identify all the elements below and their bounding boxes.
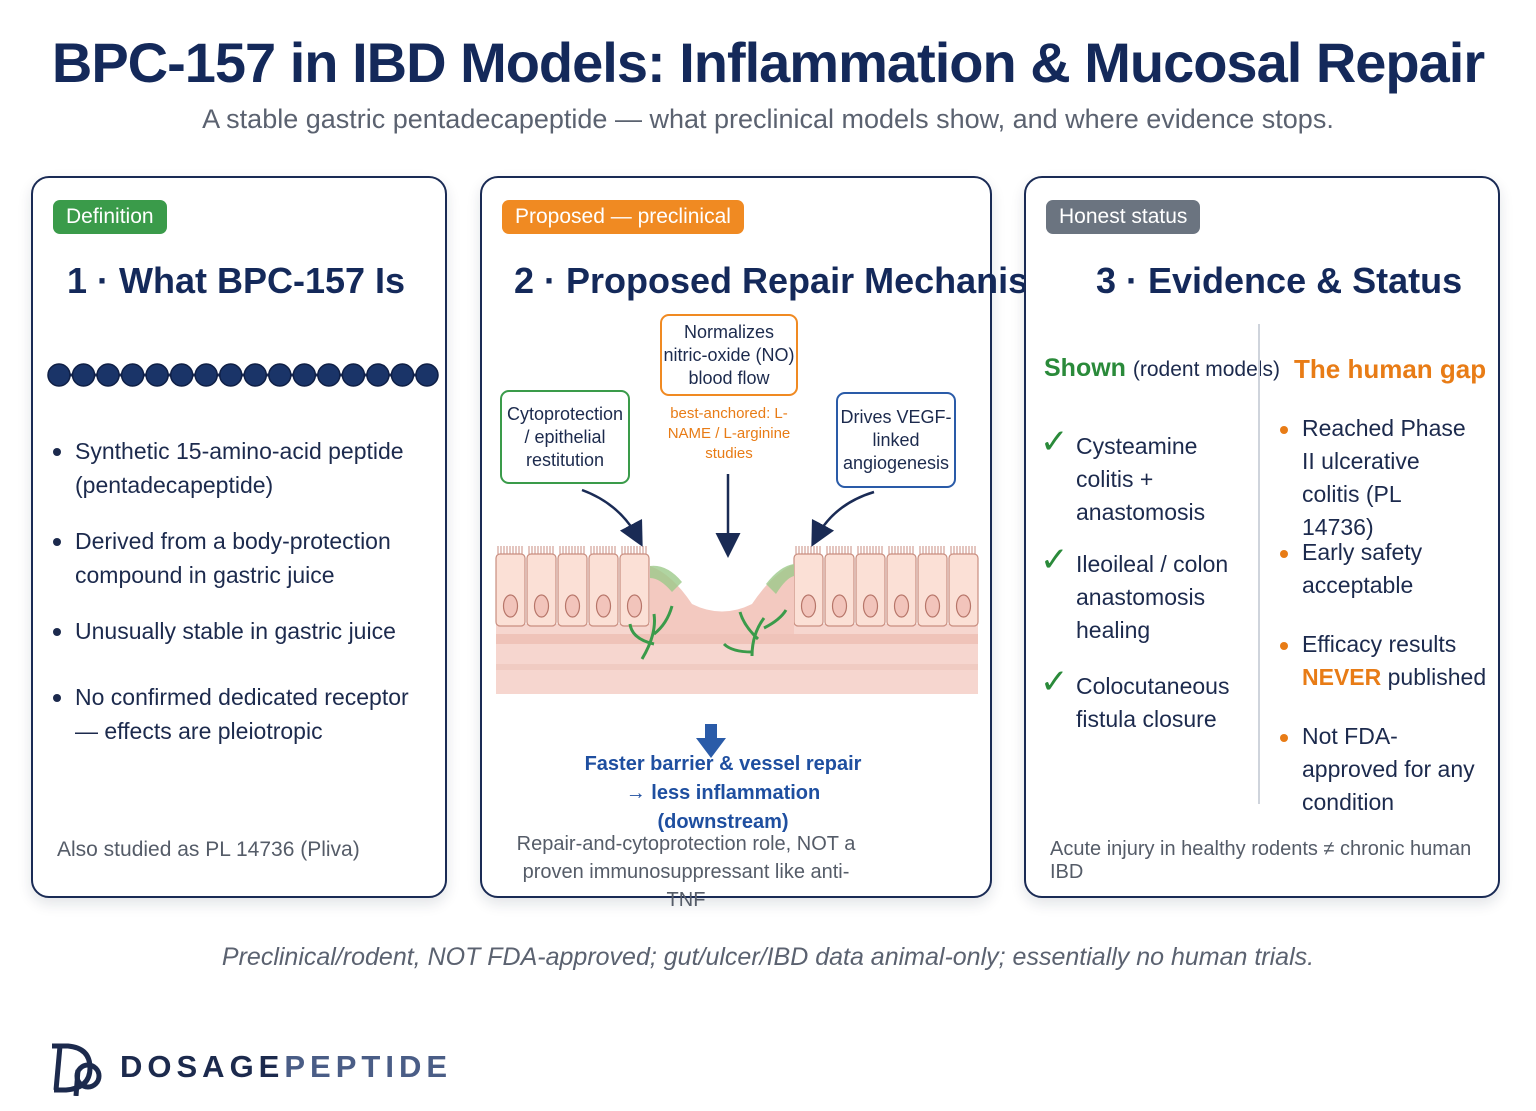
shown-label: Shown bbox=[1044, 354, 1126, 382]
brand-logo-icon bbox=[52, 1043, 102, 1096]
list-item: No confirmed dedicated receptor — effect… bbox=[53, 680, 433, 748]
amino-acid-bead bbox=[390, 363, 415, 387]
human-gap-heading: The human gap bbox=[1294, 354, 1487, 384]
amino-acid-bead bbox=[47, 363, 71, 387]
card1-footnote: Also studied as PL 14736 (Pliva) bbox=[57, 838, 360, 861]
list-item: Synthetic 15-amino-acid peptide (pentade… bbox=[53, 434, 433, 502]
cytoprotection-box: Cytoprotection / epithelial restitution bbox=[500, 390, 630, 484]
card3-title: 3 · Evidence & Status bbox=[1096, 260, 1463, 301]
list-item: ✓ Colocutaneous fistula closure bbox=[1040, 663, 1230, 732]
list-item: Unusually stable in gastric juice bbox=[53, 614, 433, 648]
repair-outcome: Faster barrier & vessel repair → less in… bbox=[584, 753, 862, 833]
amino-acid-bead bbox=[96, 363, 120, 387]
definition-badge: Definition bbox=[53, 200, 167, 234]
mucosa-illustration bbox=[495, 474, 979, 758]
list-item: Early safety acceptable bbox=[1278, 536, 1448, 602]
amino-acid-bead bbox=[120, 363, 145, 387]
list-item: Not FDA-approved for any condition bbox=[1278, 720, 1488, 819]
amino-acid-bead bbox=[145, 363, 169, 387]
list-item: ✓ Cysteamine colitis + anastomosis bbox=[1040, 423, 1206, 525]
evidence-card: Honest status 3 · Evidence & Status Show… bbox=[1024, 176, 1500, 898]
arrow-icon bbox=[811, 490, 875, 547]
shown-heading: Shown (rodent models) bbox=[1044, 354, 1280, 383]
list-item: Derived from a body-protection compound … bbox=[53, 524, 433, 592]
card3-footnote: Acute injury in healthy rodents ≠ chroni… bbox=[1050, 838, 1472, 883]
card2-footnote: Repair-and-cytoprotection role, NOT a pr… bbox=[516, 833, 856, 911]
amino-acid-bead bbox=[415, 363, 439, 387]
amino-acid-bead bbox=[317, 363, 341, 387]
proposed-badge: Proposed — preclinical bbox=[502, 200, 744, 234]
brand-name: DOSAGEPEPTIDE bbox=[120, 1049, 453, 1084]
never-highlight: NEVER bbox=[1302, 664, 1382, 690]
card1-title: 1 · What BPC-157 Is bbox=[67, 260, 406, 301]
mechanism-card: Proposed — preclinical 2 · Proposed Repa… bbox=[480, 176, 1060, 911]
check-icon: ✓ bbox=[1040, 423, 1069, 461]
amino-acid-bead bbox=[243, 363, 268, 387]
honest-status-badge: Honest status bbox=[1046, 200, 1201, 234]
vegf-angiogenesis-box: Drives VEGF-linked angiogenesis bbox=[836, 392, 956, 488]
definition-card: Definition 1 · What BPC-157 Is Synthetic… bbox=[31, 176, 447, 898]
list-item: ✓ Ileoileal / colon anastomosis healing bbox=[1040, 541, 1229, 643]
amino-acid-bead bbox=[71, 363, 96, 387]
amino-acid-bead bbox=[194, 363, 218, 387]
page-title: BPC-157 in IBD Models: Inflammation & Mu… bbox=[51, 31, 1485, 94]
peptide-chain-icon bbox=[47, 363, 439, 387]
card2-title: 2 · Proposed Repair Mechanism bbox=[514, 260, 1061, 301]
disclaimer-note: Preclinical/rodent, NOT FDA-approved; gu… bbox=[221, 943, 1315, 971]
page-subtitle: A stable gastric pentadecapeptide — what… bbox=[202, 104, 1334, 134]
amino-acid-bead bbox=[169, 363, 194, 387]
amino-acid-bead bbox=[268, 363, 292, 387]
no-evidence-note: best-anchored: L-NAME / L-arginine studi… bbox=[667, 405, 791, 462]
check-icon: ✓ bbox=[1040, 541, 1069, 579]
amino-acid-bead bbox=[292, 363, 317, 387]
amino-acid-bead bbox=[341, 363, 366, 387]
divider bbox=[1258, 324, 1260, 804]
shown-sub-label: (rodent models) bbox=[1132, 358, 1280, 381]
arrow-icon bbox=[581, 488, 643, 547]
definition-bullets: Synthetic 15-amino-acid peptide (pentade… bbox=[53, 434, 433, 748]
list-item: Reached Phase II ulcerative colitis (PL … bbox=[1278, 412, 1468, 544]
amino-acid-bead bbox=[218, 363, 243, 387]
amino-acid-bead bbox=[366, 363, 390, 387]
no-blood-flow-box: Normalizes nitric-oxide (NO) blood flow bbox=[660, 314, 798, 396]
check-icon: ✓ bbox=[1040, 663, 1069, 701]
list-item: Efficacy results NEVER published bbox=[1278, 628, 1488, 694]
